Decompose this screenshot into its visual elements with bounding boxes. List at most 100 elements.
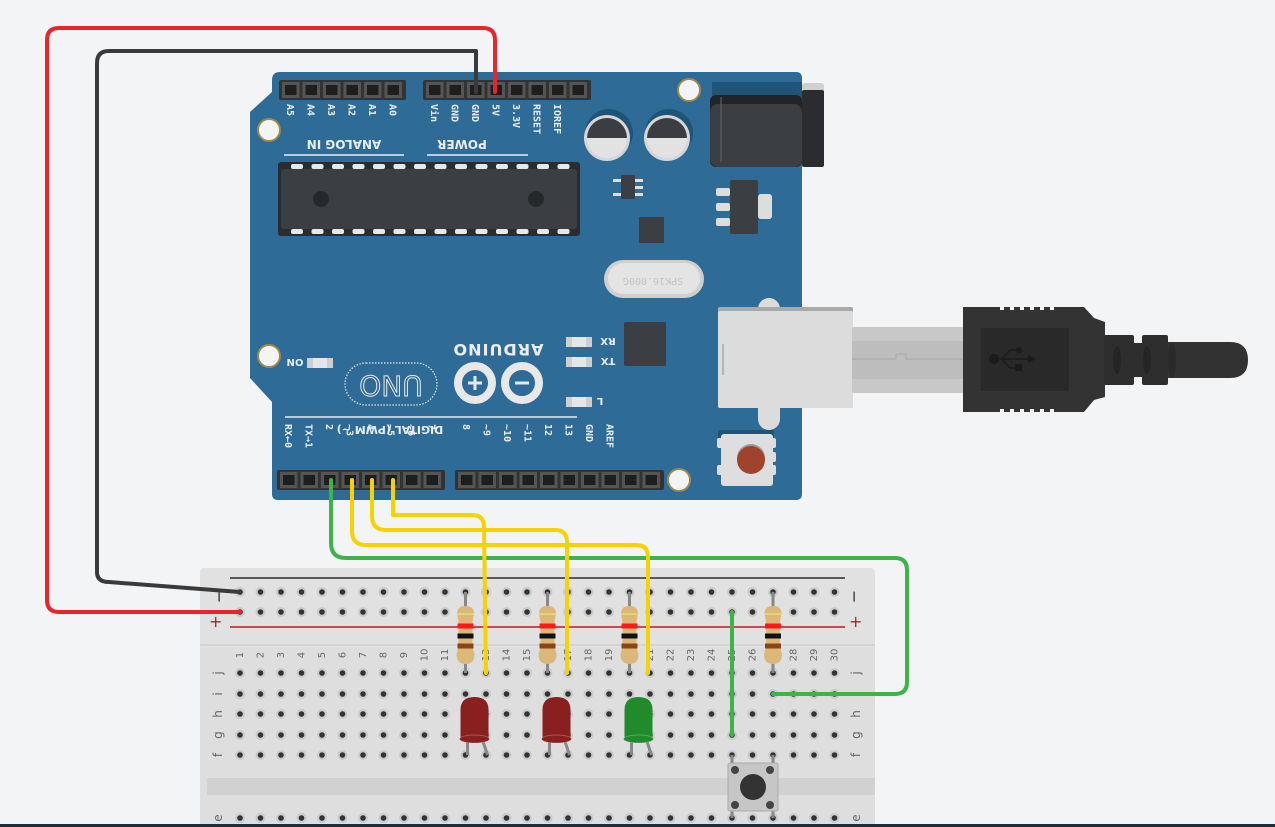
breadboard-hole[interactable] (686, 587, 696, 597)
breadboard[interactable]: − + − + 12345678910111213141516171819202… (200, 568, 875, 827)
breadboard-hole[interactable] (317, 730, 327, 740)
breadboard-hole[interactable] (706, 750, 717, 760)
breadboard-hole[interactable] (440, 730, 450, 740)
breadboard-hole[interactable] (624, 813, 635, 823)
breadboard-hole[interactable] (522, 730, 532, 740)
breadboard-hole[interactable] (296, 689, 307, 699)
led-red[interactable] (541, 697, 572, 756)
breadboard-hole[interactable] (235, 709, 245, 719)
reset-button[interactable] (717, 430, 776, 486)
breadboard-hole[interactable] (296, 730, 307, 740)
breadboard-hole[interactable] (747, 730, 758, 740)
breadboard-hole[interactable] (788, 709, 799, 719)
breadboard-hole[interactable] (809, 730, 819, 740)
breadboard-hole[interactable] (399, 668, 409, 678)
header-pin[interactable] (384, 82, 403, 98)
breadboard-hole[interactable] (276, 668, 286, 678)
breadboard-hole[interactable] (522, 607, 532, 617)
breadboard-hole[interactable] (317, 607, 327, 617)
breadboard-hole[interactable] (255, 709, 266, 719)
breadboard-hole[interactable] (440, 668, 450, 678)
wire-pin3-to-led3[interactable] (350, 478, 650, 675)
breadboard-hole[interactable] (522, 689, 532, 699)
breadboard-hole[interactable] (706, 607, 717, 617)
pushbutton[interactable] (727, 755, 779, 818)
resistor[interactable] (764, 592, 782, 673)
breadboard-hole[interactable] (706, 668, 717, 678)
breadboard-hole[interactable] (460, 813, 471, 823)
breadboard-hole[interactable] (686, 750, 696, 760)
breadboard-hole[interactable] (809, 668, 819, 678)
breadboard-hole[interactable] (419, 607, 430, 617)
wire-pin5-to-led1[interactable] (391, 478, 488, 675)
breadboard-hole[interactable] (788, 813, 799, 823)
breadboard-hole[interactable] (337, 750, 348, 760)
breadboard-hole[interactable] (337, 709, 348, 719)
header-pin[interactable] (364, 82, 382, 98)
breadboard-hole[interactable] (583, 689, 594, 699)
breadboard-hole[interactable] (788, 587, 799, 597)
breadboard-hole[interactable] (665, 750, 676, 760)
breadboard-hole[interactable] (419, 587, 430, 597)
header-pin[interactable] (403, 472, 421, 488)
breadboard-hole[interactable] (419, 689, 430, 699)
breadboard-hole[interactable] (440, 709, 450, 719)
breadboard-hole[interactable] (378, 813, 389, 823)
breadboard-hole[interactable] (358, 668, 368, 678)
breadboard-hole[interactable] (276, 709, 286, 719)
breadboard-hole[interactable] (747, 689, 758, 699)
header-pin[interactable] (426, 82, 444, 98)
breadboard-hole[interactable] (583, 750, 594, 760)
header-pin[interactable] (446, 82, 465, 98)
breadboard-hole[interactable] (829, 750, 840, 760)
breadboard-hole[interactable] (501, 730, 512, 740)
breadboard-hole[interactable] (829, 668, 840, 678)
breadboard-hole[interactable] (788, 607, 799, 617)
breadboard-hole[interactable] (378, 689, 389, 699)
breadboard-hole[interactable] (276, 689, 286, 699)
breadboard-hole[interactable] (337, 730, 348, 740)
breadboard-hole[interactable] (583, 730, 594, 740)
breadboard-hole[interactable] (583, 813, 594, 823)
breadboard-hole[interactable] (317, 587, 327, 597)
breadboard-hole[interactable] (706, 709, 717, 719)
breadboard-hole[interactable] (747, 607, 758, 617)
breadboard-hole[interactable] (686, 607, 696, 617)
wire-5v-to-plus-rail[interactable] (45, 26, 497, 614)
breadboard-hole[interactable] (809, 587, 819, 597)
breadboard-hole[interactable] (809, 750, 819, 760)
breadboard-hole[interactable] (235, 730, 245, 740)
breadboard-hole[interactable] (481, 813, 491, 823)
breadboard-hole[interactable] (419, 709, 430, 719)
breadboard-hole[interactable] (768, 709, 778, 719)
breadboard-hole[interactable] (419, 750, 430, 760)
led-green[interactable] (623, 697, 654, 756)
breadboard-hole[interactable] (317, 689, 327, 699)
breadboard-hole[interactable] (317, 668, 327, 678)
breadboard-hole[interactable] (440, 607, 450, 617)
header-pin[interactable] (499, 472, 517, 488)
breadboard-hole[interactable] (337, 587, 348, 597)
header-pin[interactable] (302, 82, 321, 98)
breadboard-hole[interactable] (768, 730, 778, 740)
breadboard-hole[interactable] (378, 668, 389, 678)
header-pin[interactable] (508, 82, 526, 98)
header-pin[interactable] (458, 472, 476, 488)
breadboard-hole[interactable] (399, 689, 409, 699)
breadboard-hole[interactable] (358, 607, 368, 617)
breadboard-hole[interactable] (747, 587, 758, 597)
breadboard-hole[interactable] (358, 813, 368, 823)
breadboard-hole[interactable] (255, 689, 266, 699)
breadboard-hole[interactable] (276, 607, 286, 617)
breadboard-hole[interactable] (358, 730, 368, 740)
breadboard-hole[interactable] (501, 587, 512, 597)
breadboard-hole[interactable] (686, 689, 696, 699)
breadboard-hole[interactable] (706, 689, 717, 699)
header-pin[interactable] (549, 82, 567, 98)
breadboard-hole[interactable] (440, 587, 450, 597)
breadboard-hole[interactable] (296, 607, 307, 617)
header-pin[interactable] (300, 472, 319, 488)
breadboard-hole[interactable] (665, 730, 676, 740)
breadboard-hole[interactable] (645, 813, 655, 823)
